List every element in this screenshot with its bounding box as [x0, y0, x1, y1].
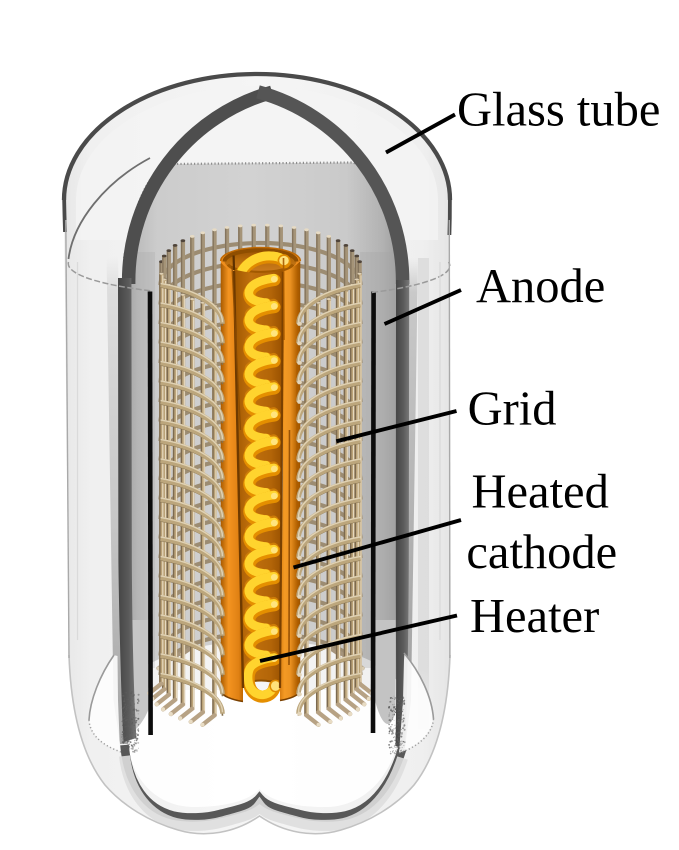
svg-text:cathode: cathode [466, 526, 617, 579]
svg-text:Anode: Anode [476, 260, 605, 313]
svg-text:Grid: Grid [468, 382, 557, 435]
svg-text:Heated: Heated [472, 465, 609, 518]
svg-text:Heater: Heater [470, 590, 599, 643]
svg-text:Glass tube: Glass tube [457, 83, 660, 136]
